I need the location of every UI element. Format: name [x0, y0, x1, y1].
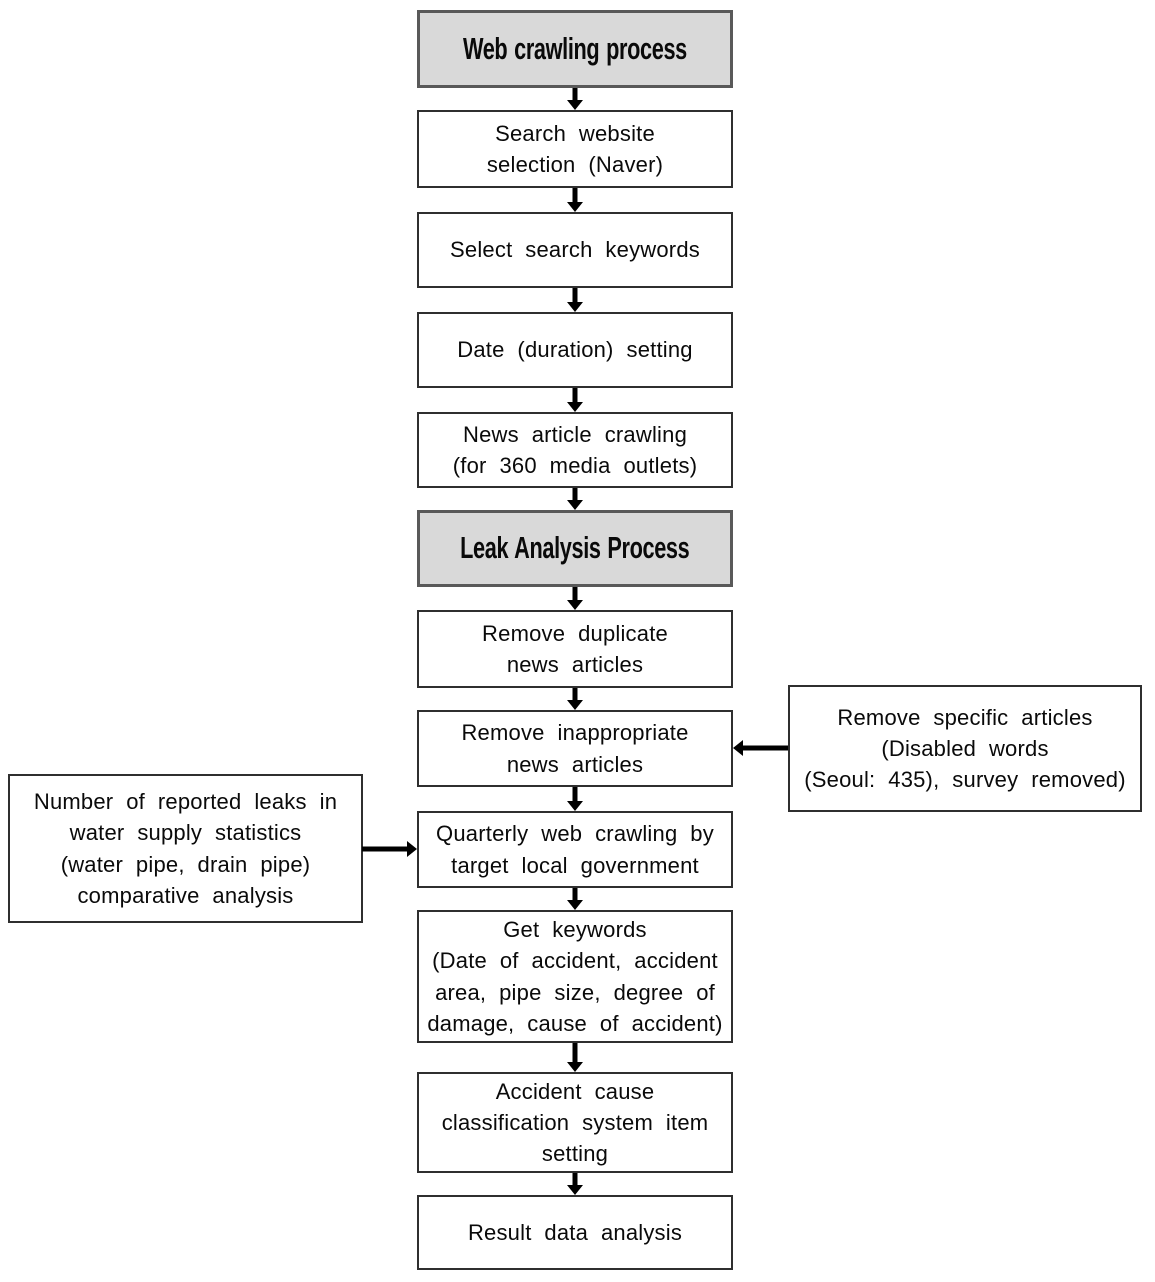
arrow-from-right-note: [733, 739, 788, 757]
flow-box-remove-inappropriate-news-articles: Remove inappropriate news articles: [417, 710, 733, 787]
flow-box-label: Accident cause classification system ite…: [441, 1078, 709, 1167]
flow-box-select-search-keywords: Select search keywords: [417, 212, 733, 288]
arrow-down-1: [567, 88, 583, 110]
flow-box-date-duration-setting: Date (duration) setting: [417, 312, 733, 388]
arrow-down-8: [567, 787, 583, 811]
side-note-water-supply-statistics: Number of reported leaks in water supply…: [8, 774, 363, 923]
flow-box-remove-duplicate-news-articles: Remove duplicate news articles: [417, 610, 733, 688]
side-note-label: Number of reported leaks in water supply…: [33, 789, 338, 908]
arrow-down-7: [567, 688, 583, 710]
flow-box-accident-cause-classification: Accident cause classification system ite…: [417, 1072, 733, 1173]
flow-box-label: News article crawling (for 360 media out…: [452, 421, 698, 478]
flow-box-leak-analysis-process: Leak Analysis Process: [417, 510, 733, 587]
flow-box-label: Result data analysis: [467, 1219, 683, 1245]
flow-box-web-crawling-process: Web crawling process: [417, 10, 733, 88]
flow-box-quarterly-web-crawling: Quarterly web crawling by target local g…: [417, 811, 733, 888]
flow-box-label: Search website selection (Naver): [486, 120, 664, 177]
flow-box-label: Leak Analysis Process: [460, 530, 690, 566]
side-note-remove-specific-articles: Remove specific articles (Disabled words…: [788, 685, 1142, 812]
flow-box-label: Quarterly web crawling by target local g…: [436, 821, 714, 878]
flow-box-result-data-analysis: Result data analysis: [417, 1195, 733, 1270]
flow-box-label: Remove duplicate news articles: [482, 620, 668, 677]
arrow-from-left-note: [362, 840, 417, 858]
flow-box-label: Select search keywords: [450, 237, 700, 263]
arrow-down-2: [567, 188, 583, 212]
arrow-down-5: [567, 488, 583, 510]
flow-box-label: Date (duration) setting: [457, 337, 693, 363]
flow-box-news-article-crawling: News article crawling (for 360 media out…: [417, 412, 733, 488]
arrow-down-10: [567, 1043, 583, 1072]
arrow-down-4: [567, 388, 583, 412]
arrow-down-3: [567, 288, 583, 312]
arrow-down-11: [567, 1173, 583, 1195]
arrow-down-6: [567, 587, 583, 610]
side-note-label: Remove specific articles (Disabled words…: [804, 704, 1126, 793]
flow-box-label: Get keywords (Date of accident, accident…: [427, 917, 723, 1036]
flow-box-label: Remove inappropriate news articles: [461, 720, 689, 777]
arrow-down-9: [567, 888, 583, 910]
flow-box-search-website-selection: Search website selection (Naver): [417, 110, 733, 188]
flow-box-label: Web crawling process: [463, 30, 687, 66]
flow-box-get-keywords: Get keywords (Date of accident, accident…: [417, 910, 733, 1043]
